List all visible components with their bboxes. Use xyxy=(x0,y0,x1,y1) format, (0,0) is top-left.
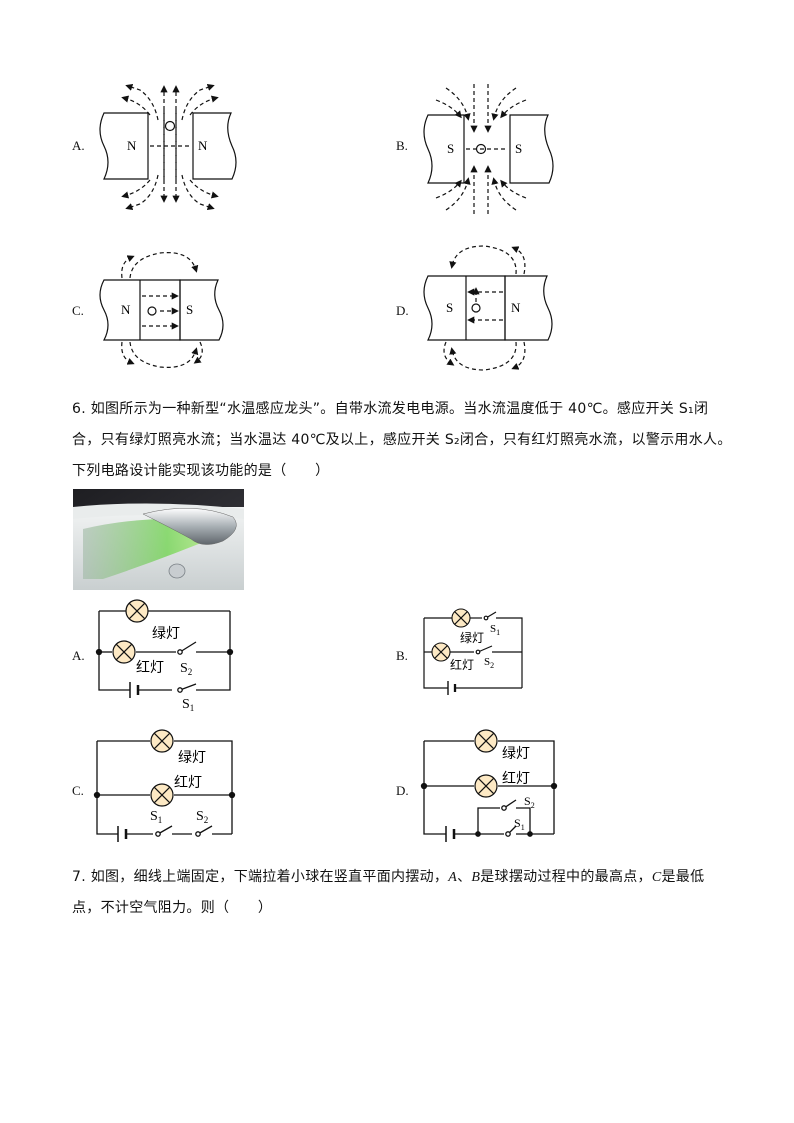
figure-a xyxy=(99,83,237,211)
q6-option-a-label: A. xyxy=(72,648,85,663)
figure-d xyxy=(423,245,553,371)
circuit-b-s2: S2 xyxy=(484,656,494,670)
compass-a xyxy=(164,120,176,132)
circuit-b-red-lamp xyxy=(431,642,451,662)
magnet-d-right-pole: N xyxy=(511,300,521,315)
faucet-photo xyxy=(73,489,244,590)
circuit-c xyxy=(93,740,236,842)
q6-circuit-figures: 绿灯 红灯 S2 S1 绿灯 红灯 S1 S2 绿灯 红灯 S1 S2 xyxy=(93,599,558,842)
circuit-a-green-lamp xyxy=(125,599,149,623)
compass-d xyxy=(471,303,481,313)
magnet-a-left xyxy=(99,112,149,180)
magnet-a-left-pole: N xyxy=(127,138,137,153)
q6-option-b-label: B. xyxy=(396,648,408,663)
circuit-c-red-lamp xyxy=(150,783,174,807)
circuit-d-red-label: 红灯 xyxy=(502,771,530,787)
magnet-a-right-pole: N xyxy=(198,138,208,153)
compass-c xyxy=(147,306,157,316)
magnet-d-left xyxy=(423,275,506,341)
circuit-c-green-label: 绿灯 xyxy=(178,750,206,766)
figure-c xyxy=(99,252,224,368)
option-d-label: D. xyxy=(396,303,409,318)
option-a-label: A. xyxy=(72,138,85,153)
circuit-d xyxy=(420,740,558,842)
option-c-label: C. xyxy=(72,303,84,318)
q7-part-b: 是球摆动过程中的最高点， xyxy=(480,869,652,885)
circuit-b-red-label: 红灯 xyxy=(450,657,474,672)
circuit-a xyxy=(95,610,234,698)
q6-option-c-label: C. xyxy=(72,783,84,798)
circuit-a-s2: S2 xyxy=(180,661,192,677)
circuit-d-green-label: 绿灯 xyxy=(502,746,530,762)
magnet-b-left-pole: S xyxy=(447,141,454,156)
q7-sep: 、 xyxy=(457,869,472,885)
q7-point-a: A xyxy=(448,870,458,885)
circuit-d-green-lamp xyxy=(474,729,498,753)
figure-b xyxy=(423,84,554,214)
circuit-a-s1: S1 xyxy=(182,697,194,713)
magnet-c-left xyxy=(99,279,181,341)
magnet-b-left xyxy=(423,114,465,184)
magnet-b-right-pole: S xyxy=(515,141,522,156)
magnet-c-right-pole: S xyxy=(186,302,193,317)
magnet-b-right xyxy=(509,114,554,184)
circuit-d-s1: S1 xyxy=(514,816,525,832)
q7-part-c: 是最低点，不计空气阻力。则（ ） xyxy=(72,869,705,916)
circuit-c-green-lamp xyxy=(150,729,174,753)
circuit-a-red-lamp xyxy=(112,640,136,664)
circuit-a-red-label: 红灯 xyxy=(136,660,164,676)
question-7-text: 7. 如图，细线上端固定，下端拉着小球在竖直平面内摆动，A、B是球摆动过程中的最… xyxy=(72,862,732,924)
circuit-b xyxy=(423,611,523,695)
circuit-d-red-lamp xyxy=(474,774,498,798)
magnet-c-right xyxy=(179,279,224,341)
q7-point-b: B xyxy=(471,870,481,885)
circuit-c-s1: S1 xyxy=(150,809,162,825)
q5-magnet-figures: N N S S xyxy=(99,83,554,371)
magnet-d-right xyxy=(504,275,553,341)
circuit-a-green-label: 绿灯 xyxy=(152,626,180,642)
circuit-d-s2: S2 xyxy=(524,794,535,810)
q6-option-d-label: D. xyxy=(396,783,409,798)
magnet-a-right xyxy=(192,112,237,180)
circuit-b-green-lamp xyxy=(451,608,471,628)
circuit-c-red-label: 红灯 xyxy=(174,775,202,791)
option-b-label: B. xyxy=(396,138,408,153)
magnet-d-left-pole: S xyxy=(446,300,453,315)
magnet-c-left-pole: N xyxy=(121,302,131,317)
q7-part-a: 7. 如图，细线上端固定，下端拉着小球在竖直平面内摆动， xyxy=(72,869,449,885)
q7-point-c: C xyxy=(651,870,662,885)
circuit-c-s2: S2 xyxy=(196,809,208,825)
circuit-b-s1: S1 xyxy=(490,623,500,637)
question-6-text: 6. 如图所示为一种新型“水温感应龙头”。自带水流发电电源。当水流温度低于 40… xyxy=(72,401,732,479)
circuit-b-green-label: 绿灯 xyxy=(460,630,484,645)
